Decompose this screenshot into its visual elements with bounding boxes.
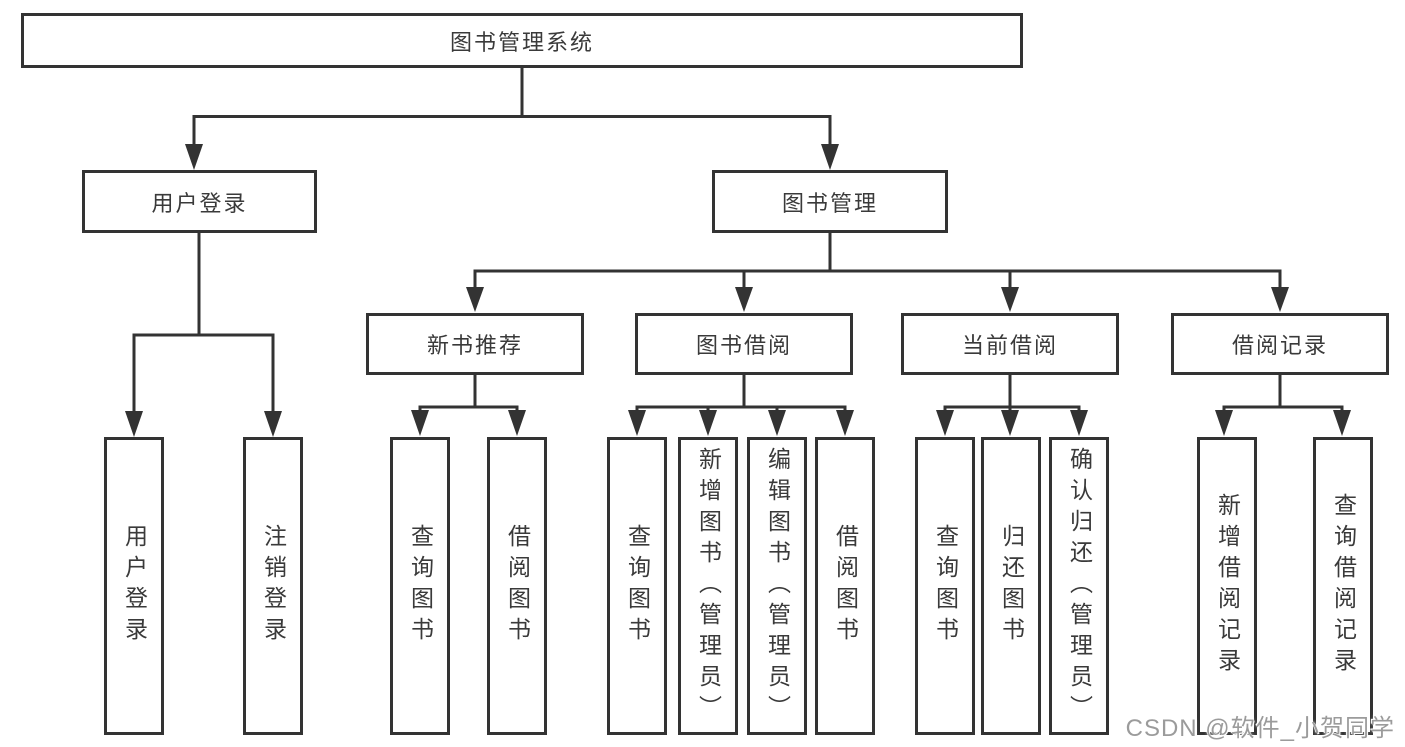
leaf-borrow-books-recommend: 借阅图书 [487, 437, 547, 735]
leaf-edit-book-admin: 编辑图书（管理员） [747, 437, 807, 735]
leaf-confirm-return-admin-label: 确认归还（管理员） [1066, 446, 1093, 726]
leaf-query-books-recommend-label: 查询图书 [407, 524, 434, 648]
node-book-management-label: 图书管理 [781, 190, 878, 216]
leaf-logout: 注销登录 [243, 437, 303, 735]
leaf-user-login: 用户登录 [104, 437, 164, 735]
csdn-watermark: CSDN @软件_小贺同学 [1125, 715, 1395, 742]
connectors-user-login [125, 233, 282, 437]
leaf-query-books-recommend: 查询图书 [390, 437, 450, 735]
node-borrow-record: 借阅记录 [1171, 313, 1389, 375]
leaf-borrow-books-label: 借阅图书 [832, 524, 859, 648]
leaf-return-books: 归还图书 [981, 437, 1041, 735]
leaf-borrow-books: 借阅图书 [815, 437, 875, 735]
node-user-login: 用户登录 [82, 170, 317, 233]
leaf-query-books-borrow: 查询图书 [607, 437, 667, 735]
leaf-borrow-books-recommend-label: 借阅图书 [504, 524, 531, 648]
node-book-borrow: 图书借阅 [635, 313, 853, 375]
leaf-query-borrow-record-label: 查询借阅记录 [1330, 493, 1357, 679]
leaf-add-borrow-record-label: 新增借阅记录 [1214, 493, 1241, 679]
node-root-system: 图书管理系统 [21, 13, 1023, 68]
leaf-logout-label: 注销登录 [260, 524, 287, 648]
leaf-add-book-admin-label: 新增图书（管理员） [695, 446, 722, 726]
leaf-query-books-borrow-label: 查询图书 [624, 524, 651, 648]
node-user-login-label: 用户登录 [151, 190, 248, 216]
node-root-system-label: 图书管理系统 [449, 29, 594, 55]
leaf-add-book-admin: 新增图书（管理员） [678, 437, 738, 735]
leaf-add-borrow-record: 新增借阅记录 [1197, 437, 1257, 735]
connectors-root [185, 68, 839, 170]
connectors-book-mgmt [466, 233, 1289, 312]
leaf-return-books-label: 归还图书 [998, 524, 1025, 648]
node-book-borrow-label: 图书借阅 [695, 333, 792, 358]
leaf-query-borrow-record: 查询借阅记录 [1313, 437, 1373, 735]
connectors-branch-fanouts [411, 375, 1351, 436]
node-current-borrow-label: 当前借阅 [961, 333, 1058, 358]
leaf-query-books-current: 查询图书 [915, 437, 975, 735]
leaf-confirm-return-admin: 确认归还（管理员） [1049, 437, 1109, 735]
leaf-edit-book-admin-label: 编辑图书（管理员） [764, 446, 791, 726]
node-current-borrow: 当前借阅 [901, 313, 1119, 375]
leaf-query-books-current-label: 查询图书 [932, 524, 959, 648]
node-new-book-recommend-label: 新书推荐 [426, 333, 523, 358]
node-book-management: 图书管理 [712, 170, 948, 233]
node-new-book-recommend: 新书推荐 [366, 313, 584, 375]
node-borrow-record-label: 借阅记录 [1231, 333, 1328, 358]
leaf-user-login-label: 用户登录 [121, 524, 148, 648]
